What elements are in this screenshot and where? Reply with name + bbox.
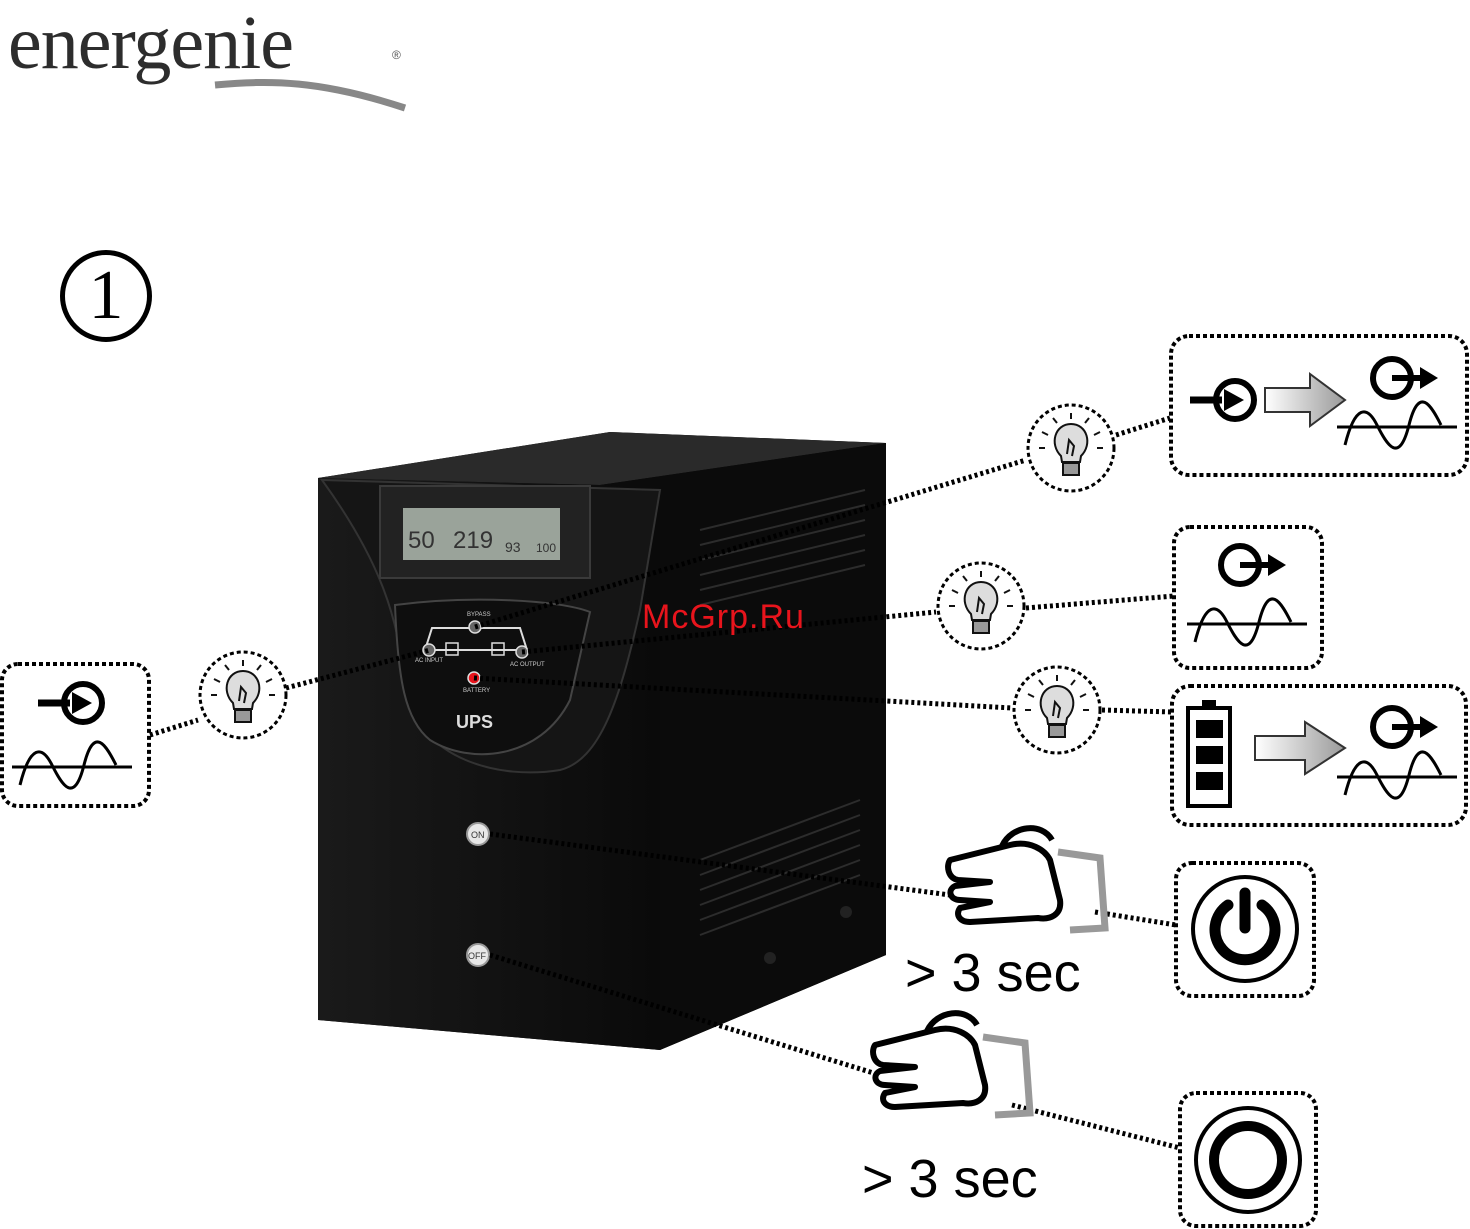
indicator-bulb-battery <box>1014 667 1100 753</box>
off-button-label: OFF <box>468 951 486 961</box>
lcd-load: 100 <box>536 541 556 555</box>
on-hold-time: > 3 sec <box>905 942 1081 1004</box>
bypass-mode-icon <box>1171 336 1467 475</box>
power-on-icon <box>1176 863 1314 996</box>
battery-mode-icon <box>1172 686 1466 825</box>
power-off-icon <box>1180 1093 1316 1226</box>
on-button-label: ON <box>471 830 485 840</box>
hand-press-off-icon <box>873 1013 1030 1115</box>
indicator-bulb-ac-input <box>200 652 286 738</box>
off-hold-time: > 3 sec <box>862 1148 1038 1210</box>
indicator-bulb-ac-output <box>938 563 1024 649</box>
label-bypass: BYPASS <box>467 612 491 618</box>
watermark: McGrp.Ru <box>642 598 805 637</box>
lcd-voltage: 219 <box>453 527 493 554</box>
indicator-bulb-bypass <box>1028 405 1114 491</box>
label-battery: BATTERY <box>463 688 490 694</box>
lcd-freq: 50 <box>408 527 435 554</box>
ac-output-icon <box>1174 527 1322 668</box>
hand-press-on-icon <box>948 828 1105 930</box>
ups-unit <box>318 432 886 1050</box>
ac-input-icon <box>2 664 149 806</box>
label-ac-input: AC INPUT <box>415 658 443 664</box>
panel-label: UPS <box>456 712 493 732</box>
lcd-battery: 93 <box>505 539 521 555</box>
label-ac-output: AC OUTPUT <box>510 662 545 668</box>
